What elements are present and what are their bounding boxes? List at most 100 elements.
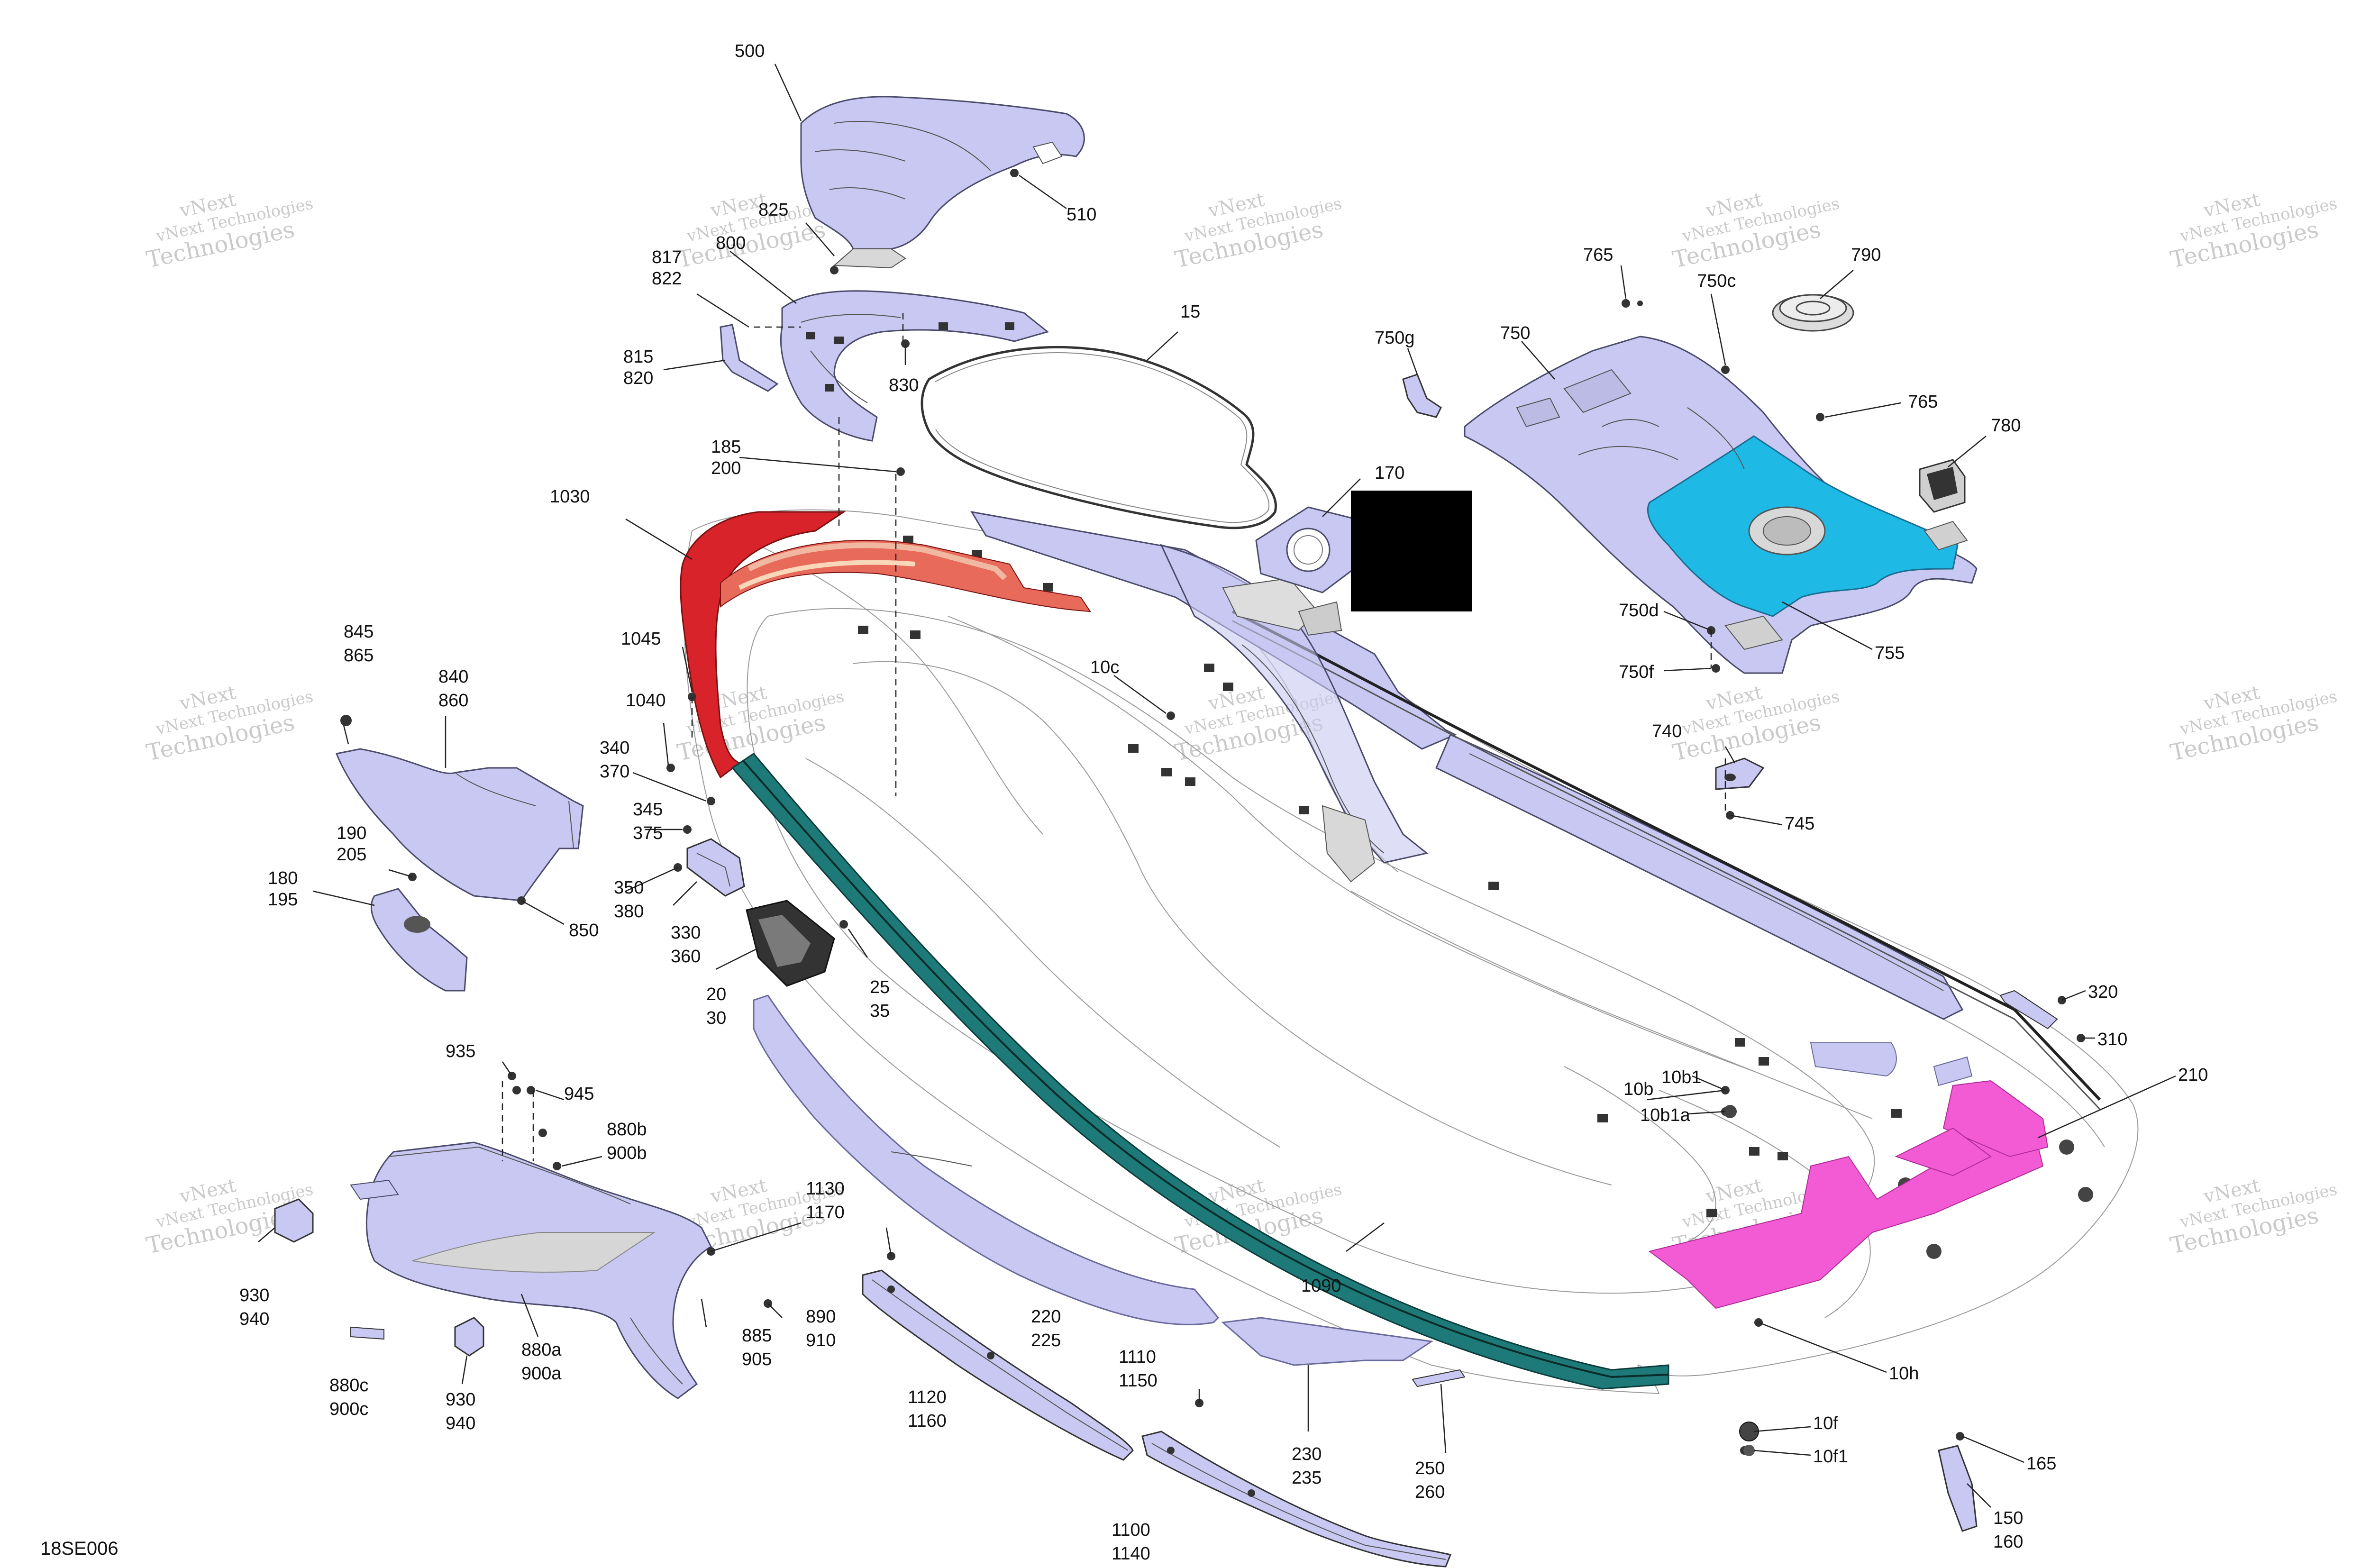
callout-900a: 900a (521, 1364, 562, 1384)
callout-1160: 1160 (908, 1411, 947, 1431)
part-1090-teal-strip (731, 753, 1669, 1390)
callout-1100: 1100 (1112, 1520, 1150, 1540)
callout-235: 235 (1292, 1468, 1322, 1488)
callout-825: 825 (758, 200, 788, 220)
part-750-tray (1464, 336, 1978, 674)
parts (274, 96, 2139, 1568)
callout-860: 860 (438, 691, 468, 711)
callout-350: 350 (614, 878, 644, 898)
part-250-bar (1412, 1369, 1466, 1387)
part-220-strip (753, 994, 1220, 1325)
callout-750f: 750f (1619, 662, 1654, 682)
callout-905: 905 (742, 1349, 772, 1369)
callout-900c: 900c (329, 1399, 368, 1419)
callout-780: 780 (1991, 416, 2021, 436)
callout-740: 740 (1652, 721, 1682, 741)
fastener-rosettes (1723, 1105, 1759, 1456)
callout-165: 165 (2026, 1454, 2056, 1474)
callout-1045: 1045 (621, 629, 661, 649)
callout-910: 910 (806, 1331, 836, 1350)
callout-940-upper: 940 (239, 1309, 269, 1329)
callout-260: 260 (1415, 1482, 1445, 1502)
callout-labels: 500 510 825 800 817 822 815 820 830 15 1… (239, 41, 2208, 1564)
callout-755: 755 (1875, 643, 1905, 663)
callout-1150: 1150 (1119, 1371, 1158, 1391)
redaction-box (1351, 491, 1472, 611)
callout-330: 330 (671, 923, 701, 943)
callout-880b: 880b (607, 1120, 647, 1140)
callout-935: 935 (446, 1041, 475, 1061)
part-1030-red-bumper (680, 511, 1091, 779)
console-structure (1160, 544, 1429, 883)
callout-800: 800 (716, 233, 746, 253)
part-170-gasket (1255, 506, 1361, 593)
callout-200: 200 (711, 458, 741, 478)
callout-10h: 10h (1889, 1364, 1919, 1384)
fasteners (340, 169, 2085, 1455)
callout-150: 150 (1993, 1508, 2023, 1528)
callout-185: 185 (711, 437, 741, 457)
callout-180: 180 (268, 868, 298, 888)
diagram-id: 18SE006 (40, 1538, 118, 1559)
part-320-plate (1999, 990, 2058, 1030)
callout-225: 225 (1031, 1331, 1061, 1350)
callout-35: 35 (870, 1001, 890, 1021)
part-1100-rail (1141, 1431, 1452, 1568)
callout-1110: 1110 (1119, 1347, 1156, 1367)
callout-1170: 1170 (806, 1203, 845, 1222)
callout-850: 850 (569, 921, 599, 940)
part-180-bracket (370, 888, 468, 992)
callout-510: 510 (1066, 205, 1096, 225)
part-20-grate (746, 900, 835, 987)
callout-360: 360 (671, 947, 701, 966)
part-800-support (780, 290, 1049, 442)
callout-885: 885 (742, 1326, 772, 1346)
callout-10f1: 10f1 (1813, 1447, 1848, 1467)
callout-930-upper: 930 (239, 1285, 269, 1305)
callout-815: 815 (623, 347, 653, 367)
callout-220: 220 (1031, 1307, 1061, 1327)
callout-25: 25 (870, 977, 890, 997)
callout-750c: 750c (1697, 271, 1736, 291)
part-500-cover (800, 96, 1085, 269)
callout-822: 822 (652, 269, 682, 289)
part-930-bracket-upper (274, 1198, 314, 1243)
callout-750g: 750g (1375, 328, 1415, 348)
part-330-bracket (686, 838, 745, 897)
callout-845: 845 (344, 622, 374, 642)
callout-345: 345 (633, 800, 663, 820)
callout-880c: 880c (329, 1376, 368, 1395)
callout-840: 840 (438, 667, 468, 687)
callout-745: 745 (1785, 814, 1814, 834)
callout-170: 170 (1375, 463, 1404, 483)
callout-370: 370 (600, 762, 629, 782)
callout-1120: 1120 (908, 1387, 947, 1407)
callout-1140: 1140 (1112, 1544, 1150, 1564)
callout-10b1a: 10b1a (1640, 1105, 1691, 1125)
callout-930-lower: 930 (446, 1390, 475, 1410)
callout-865: 865 (344, 646, 374, 665)
callout-1090: 1090 (1301, 1276, 1341, 1296)
callout-790: 790 (1851, 245, 1881, 265)
callout-380: 380 (614, 902, 644, 921)
callout-817: 817 (652, 247, 682, 267)
callout-765-right: 765 (1908, 392, 1938, 412)
callout-1040: 1040 (626, 691, 666, 711)
leader-lines (258, 64, 2176, 1508)
callout-750: 750 (1500, 323, 1530, 343)
part-230-piece (1221, 1317, 1434, 1366)
part-790-cap (1772, 294, 1854, 332)
callout-30: 30 (706, 1008, 726, 1028)
callout-20: 20 (706, 985, 726, 1004)
callout-195: 195 (268, 890, 298, 910)
callout-210: 210 (2178, 1065, 2208, 1085)
callout-1030: 1030 (550, 487, 590, 507)
callout-310: 310 (2097, 1030, 2127, 1049)
callout-10b1: 10b1 (1661, 1067, 1702, 1087)
callout-890: 890 (806, 1307, 836, 1327)
part-840-panel (335, 748, 584, 902)
callout-750d: 750d (1619, 601, 1659, 620)
part-815-bracket (720, 324, 779, 392)
callout-250: 250 (1415, 1459, 1445, 1478)
